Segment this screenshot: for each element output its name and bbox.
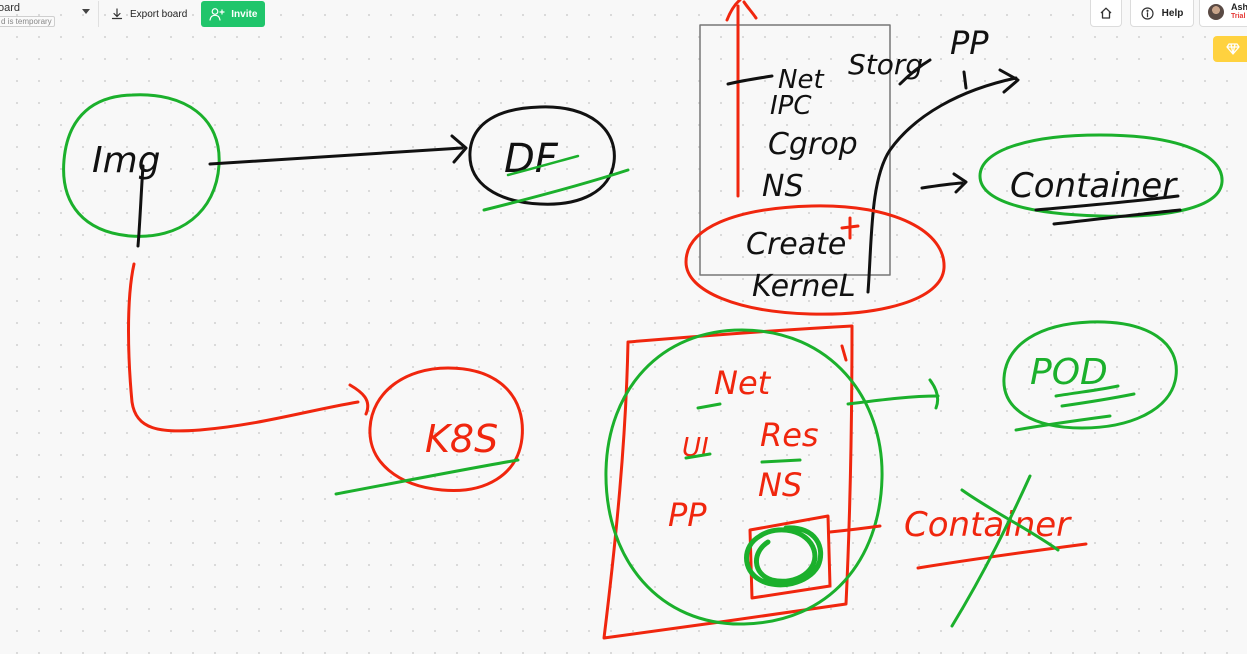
cross-out-stroke-2 xyxy=(960,488,1060,552)
img-circle xyxy=(62,93,221,238)
df-underline xyxy=(482,168,630,212)
df-circle xyxy=(468,105,616,206)
pod-red-box-tick xyxy=(840,344,848,362)
user-menu[interactable]: Ash Trial xyxy=(1199,0,1247,27)
diamond-icon xyxy=(1226,43,1240,55)
kernel-label: KerneL xyxy=(752,269,856,304)
help-button[interactable]: Help xyxy=(1130,0,1194,27)
k8s-underline xyxy=(334,458,520,496)
ipc-label: IPC xyxy=(770,91,812,121)
pod-underline xyxy=(1014,384,1136,432)
img-arrow-to-df-head xyxy=(450,134,468,164)
user-name: Ash xyxy=(1231,2,1247,12)
pp-underline-black xyxy=(962,70,968,90)
pp-red-label: PP xyxy=(668,496,707,534)
k8s-circle xyxy=(368,366,524,493)
container-label-red: Container xyxy=(904,505,1072,545)
ui-underline xyxy=(684,452,712,460)
pod-red-box xyxy=(602,324,854,640)
board-name-menu[interactable]: oard d is temporary xyxy=(0,1,99,27)
add-user-icon xyxy=(209,8,225,21)
df-underline-2 xyxy=(506,154,580,177)
temporary-board-badge: d is temporary xyxy=(0,16,55,27)
info-icon xyxy=(1141,6,1154,20)
img-label: Img xyxy=(92,140,161,181)
create-red-mark xyxy=(840,216,860,240)
pod-ellipse xyxy=(1002,320,1178,430)
board-toolbar: oard d is temporary Export board Invite xyxy=(0,0,266,28)
cross-out-stroke-1 xyxy=(950,474,1032,628)
help-label: Help xyxy=(1161,7,1184,19)
pod-arrow xyxy=(846,394,940,406)
pod-arrow-head xyxy=(928,378,940,410)
download-icon xyxy=(111,8,123,20)
board-name[interactable]: oard xyxy=(0,2,21,14)
container-arrow xyxy=(920,181,964,190)
img-to-k8s-path xyxy=(127,262,360,433)
home-button[interactable] xyxy=(1090,0,1122,27)
user-plan-badge: Trial xyxy=(1231,13,1246,20)
net-label: Net xyxy=(778,65,824,95)
ns-label-black: NS xyxy=(762,169,803,204)
res-label: Res xyxy=(760,416,819,454)
kernel-ellipse xyxy=(684,204,946,316)
pp-label-black: PP xyxy=(950,24,989,62)
res-underline xyxy=(760,458,802,464)
container-arrow-head xyxy=(952,172,968,194)
img-down-stroke xyxy=(136,164,145,248)
red-vertical-arrow-head xyxy=(725,0,758,22)
container-red-underline xyxy=(916,542,1088,570)
container-underline xyxy=(1034,194,1182,226)
ns-red-label: NS xyxy=(758,466,802,504)
net-red-underline xyxy=(696,402,722,410)
export-board-button[interactable]: Export board xyxy=(99,1,197,27)
storage-label: Storg xyxy=(848,48,923,81)
pod-label: POD xyxy=(1030,352,1108,393)
storage-arrow xyxy=(898,58,932,86)
container-ellipse xyxy=(978,133,1224,218)
create-label: Create xyxy=(746,227,846,262)
kernel-to-container-curve xyxy=(866,76,1018,294)
upgrade-button[interactable] xyxy=(1213,36,1247,62)
cgroup-label: Cgrop xyxy=(768,127,858,162)
img-to-k8s-head xyxy=(348,383,370,416)
box-to-container-line xyxy=(828,524,882,534)
kernel-to-container-head xyxy=(998,68,1020,94)
container-green-scribble xyxy=(744,525,824,588)
net-tick xyxy=(726,74,774,86)
chevron-down-icon[interactable] xyxy=(82,9,90,14)
invite-label: Invite xyxy=(231,8,258,20)
img-arrow-to-df xyxy=(208,146,464,166)
pod-green-circle xyxy=(604,328,884,626)
avatar[interactable] xyxy=(1208,4,1224,20)
k8s-label: K8S xyxy=(425,417,498,461)
invite-button[interactable]: Invite xyxy=(201,1,266,27)
export-board-label: Export board xyxy=(130,8,188,20)
home-icon xyxy=(1100,7,1112,19)
net-red-label: Net xyxy=(714,364,772,402)
